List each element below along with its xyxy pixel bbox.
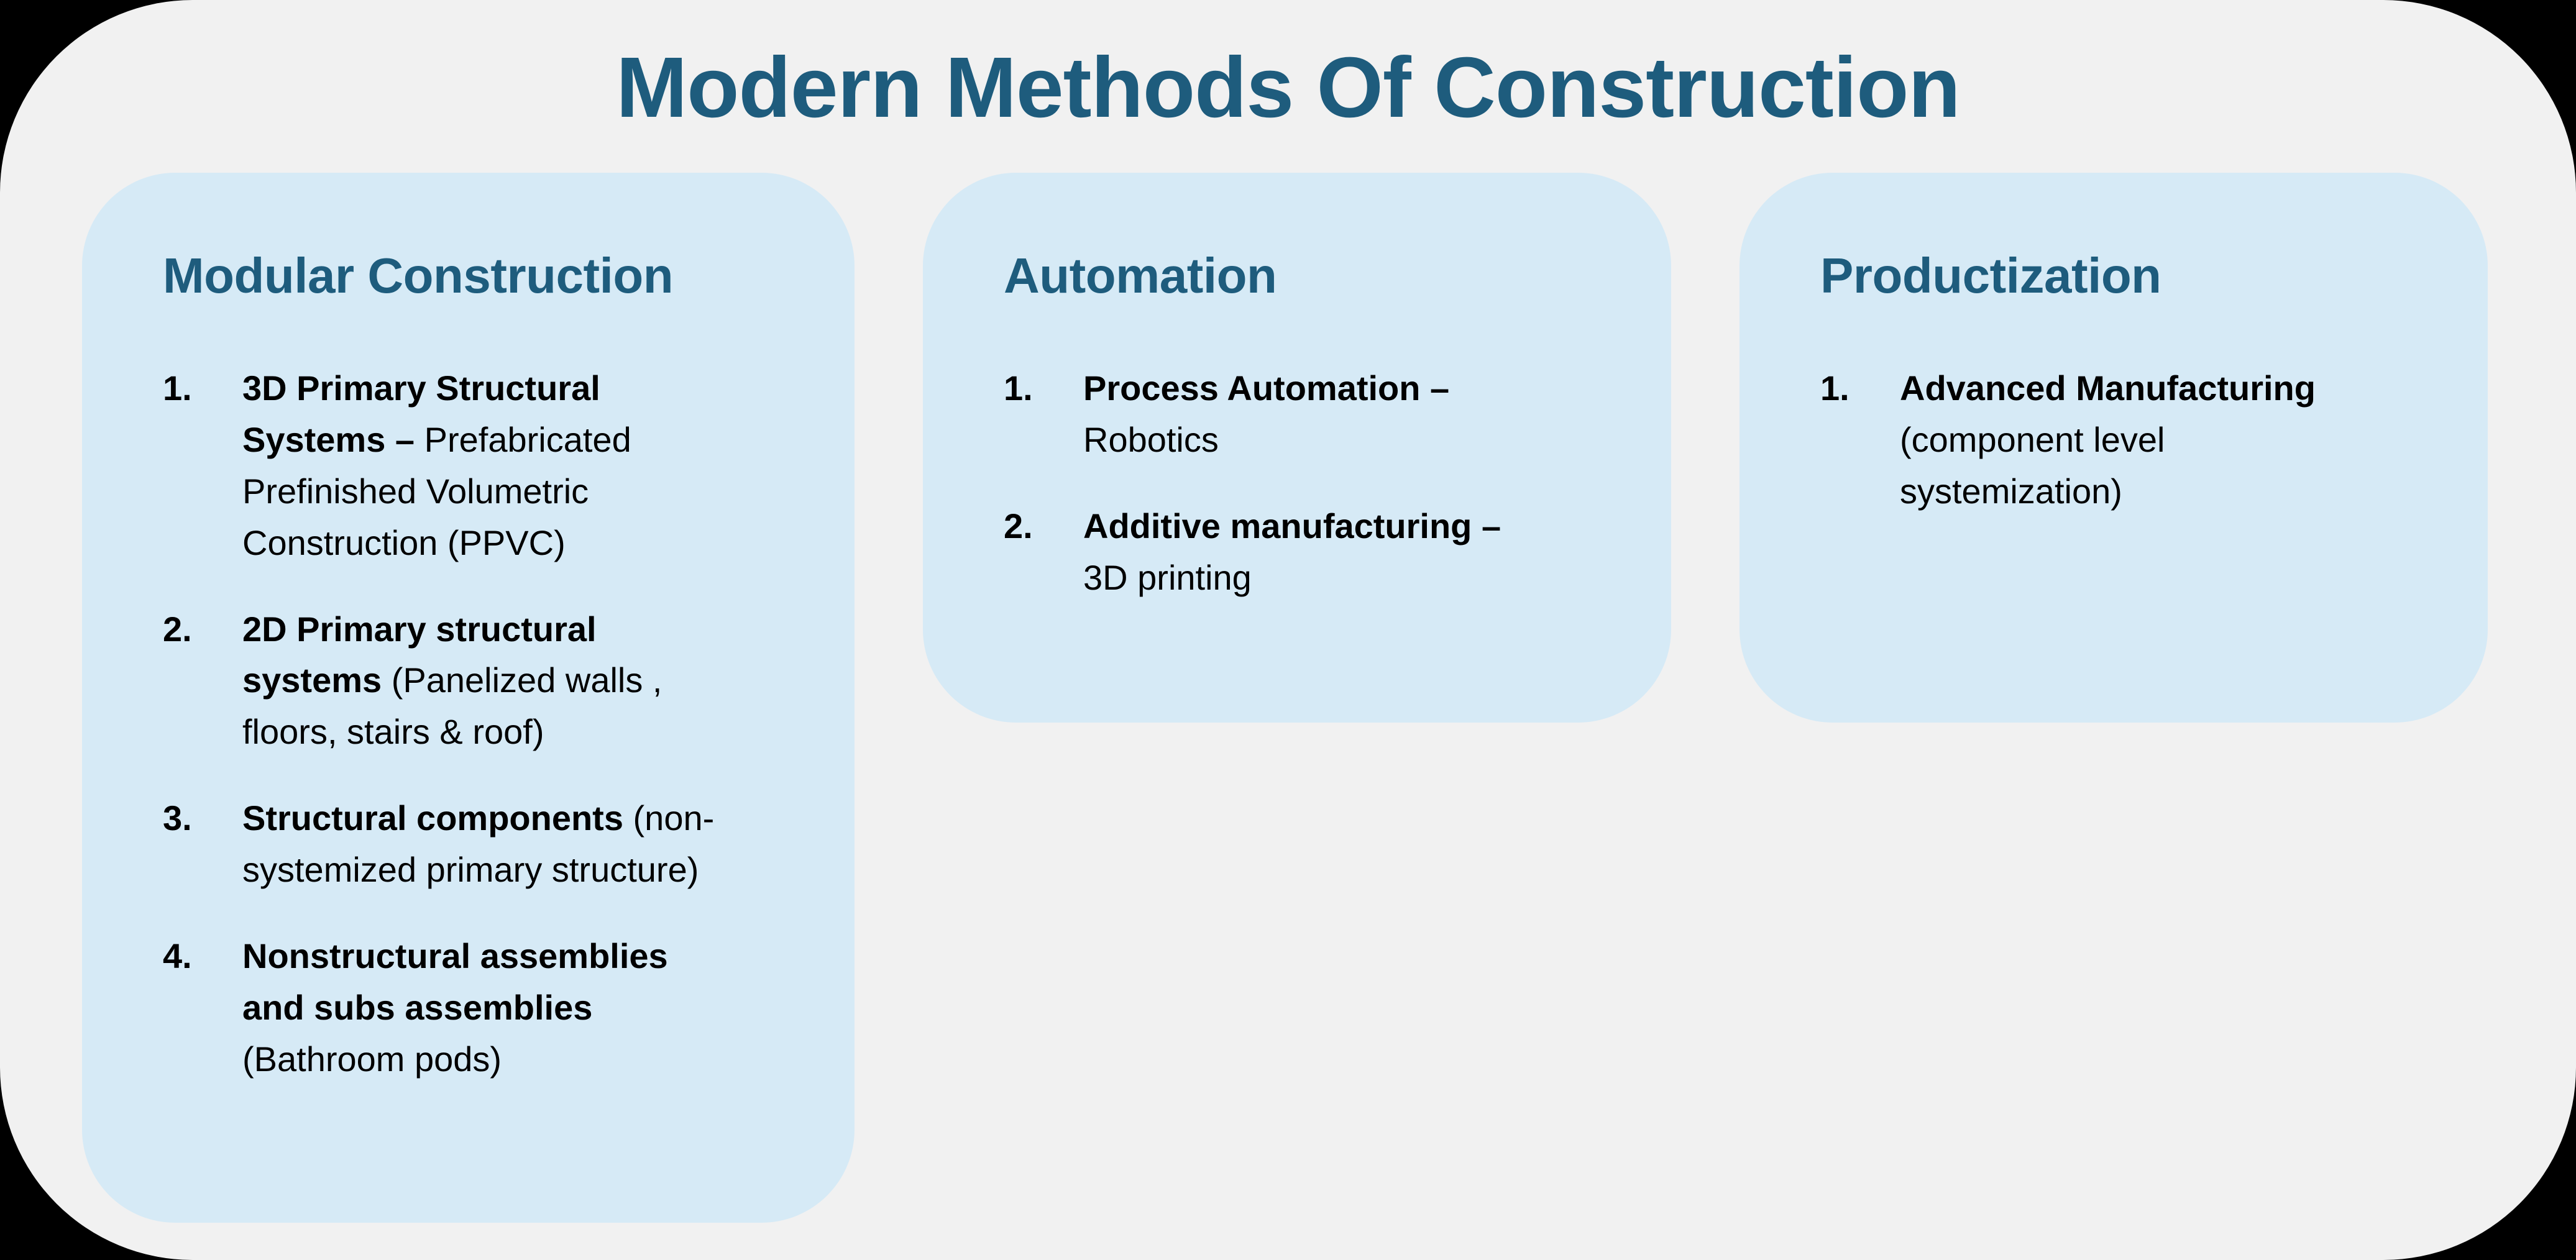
item-number: 3. — [163, 798, 192, 838]
page-title: Modern Methods Of Construction — [616, 40, 1961, 135]
item-text: Advanced Manufacturing (component level … — [1900, 368, 2316, 511]
card-list: 1. 3D Primary Structural Systems – Prefab… — [163, 363, 817, 1085]
card-list: 1. Advanced Manufacturing (component leve… — [1820, 363, 2450, 518]
item-text: 3D Primary Structural Systems – Prefabri… — [242, 368, 631, 562]
list-item: 2. 2D Primary structural systems (Paneliz… — [163, 604, 817, 759]
item-text: Structural components (non-systemized pr… — [242, 798, 715, 889]
card-heading: Automation — [1004, 248, 1277, 303]
list-item: 3. Structural components (non-systemized … — [163, 793, 817, 896]
list-item: 1. 3D Primary Structural Systems – Prefab… — [163, 363, 817, 569]
item-number: 1. — [163, 368, 192, 408]
card-productization: Productization 1. Advanced Manufacturing … — [1739, 173, 2488, 723]
card-heading: Productization — [1820, 248, 2161, 303]
card-row: Modular Construction 1. 3D Primary Struct… — [82, 173, 2488, 1223]
item-number: 2. — [1004, 506, 1033, 546]
item-text: 2D Primary structural systems (Panelized… — [242, 609, 662, 752]
item-text: Nonstructural assemblies and subs assemb… — [242, 936, 668, 1079]
item-number: 2. — [163, 609, 192, 649]
item-number: 4. — [163, 936, 192, 975]
item-text: Additive manufacturing – 3D printing — [1083, 506, 1501, 597]
item-text: Process Automation – Robotics — [1083, 368, 1450, 459]
list-item: 2. Additive manufacturing – 3D printing — [1004, 501, 1634, 604]
list-item: 1. Advanced Manufacturing (component leve… — [1820, 363, 2450, 518]
card-list: 1. Process Automation – Robotics 2. Additiv… — [1004, 363, 1634, 604]
item-number: 1. — [1820, 368, 1849, 408]
list-item: 1. Process Automation – Robotics — [1004, 363, 1634, 466]
card-automation: Automation 1. Process Automation – Roboti… — [923, 173, 1671, 723]
list-item: 4. Nonstructural assemblies and subs asse… — [163, 931, 817, 1085]
item-number: 1. — [1004, 368, 1033, 408]
card-heading: Modular Construction — [163, 248, 674, 303]
card-modular-construction: Modular Construction 1. 3D Primary Struct… — [82, 173, 855, 1223]
